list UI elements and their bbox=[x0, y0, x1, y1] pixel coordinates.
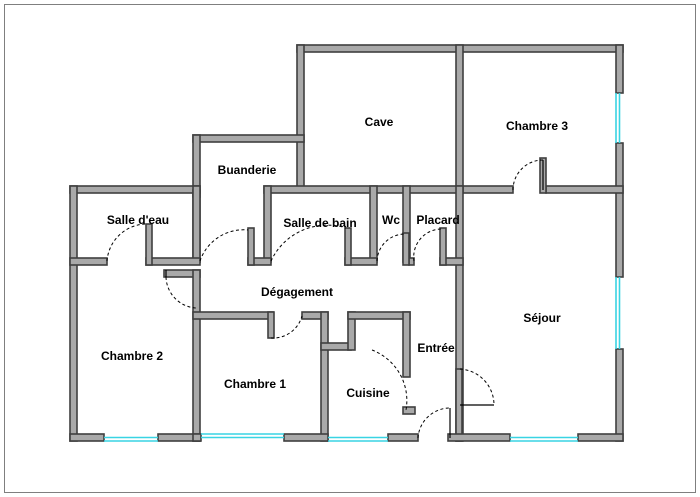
wall bbox=[247, 227, 255, 266]
wall bbox=[192, 134, 305, 143]
wall bbox=[344, 227, 352, 266]
room-label-cuisine: Cuisine bbox=[346, 386, 390, 400]
wall bbox=[455, 44, 464, 194]
wall bbox=[192, 433, 202, 442]
wall bbox=[615, 142, 624, 278]
wall bbox=[296, 44, 305, 191]
wall bbox=[577, 433, 624, 442]
door-swing bbox=[413, 228, 442, 262]
room-label-chambre-1: Chambre 1 bbox=[224, 377, 286, 391]
wall bbox=[347, 311, 411, 320]
wall bbox=[145, 257, 201, 266]
wall bbox=[192, 185, 201, 263]
wall bbox=[369, 185, 378, 263]
wall bbox=[447, 433, 511, 442]
door-swing bbox=[199, 229, 249, 262]
doors bbox=[106, 159, 544, 439]
room-label-degagement: Dégagement bbox=[261, 285, 333, 299]
walls bbox=[69, 44, 624, 442]
wall bbox=[192, 311, 274, 320]
wall bbox=[320, 311, 329, 442]
room-label-entree: Entrée bbox=[417, 341, 455, 355]
room-label-cave: Cave bbox=[365, 115, 394, 129]
room-label-salle-de-bain: Salle de bain bbox=[283, 216, 356, 230]
wall bbox=[283, 433, 329, 442]
wall bbox=[192, 269, 201, 442]
wall bbox=[439, 227, 447, 266]
wall bbox=[69, 257, 108, 266]
door-swing bbox=[459, 368, 495, 406]
door-swing bbox=[512, 159, 544, 191]
wall bbox=[402, 311, 411, 378]
room-label-wc: Wc bbox=[382, 213, 400, 227]
wall bbox=[615, 44, 624, 94]
windows bbox=[104, 93, 621, 442]
wall bbox=[263, 185, 464, 194]
room-label-placard: Placard bbox=[416, 213, 459, 227]
wall bbox=[267, 311, 275, 339]
room-labels: Cave Chambre 3 Buanderie Salle d'eau Sal… bbox=[101, 115, 568, 400]
wall bbox=[320, 342, 352, 351]
wall bbox=[69, 185, 78, 442]
door-swing bbox=[371, 349, 408, 411]
room-label-chambre-2: Chambre 2 bbox=[101, 349, 163, 363]
door-swing bbox=[417, 407, 451, 439]
wall bbox=[402, 406, 416, 415]
wall bbox=[387, 433, 419, 442]
room-label-buanderie: Buanderie bbox=[218, 163, 277, 177]
wall bbox=[69, 185, 201, 194]
door-swing bbox=[106, 223, 148, 262]
room-label-salle-deau: Salle d'eau bbox=[107, 213, 169, 227]
door-swing bbox=[270, 224, 347, 262]
wall bbox=[615, 348, 624, 442]
wall bbox=[145, 223, 153, 266]
wall bbox=[402, 232, 410, 266]
room-label-chambre-3: Chambre 3 bbox=[506, 119, 568, 133]
wall bbox=[462, 185, 514, 194]
wall bbox=[263, 185, 272, 263]
room-label-sejour: Séjour bbox=[523, 311, 561, 325]
door-swing bbox=[165, 276, 197, 309]
wall bbox=[69, 433, 105, 442]
wall bbox=[545, 185, 624, 194]
